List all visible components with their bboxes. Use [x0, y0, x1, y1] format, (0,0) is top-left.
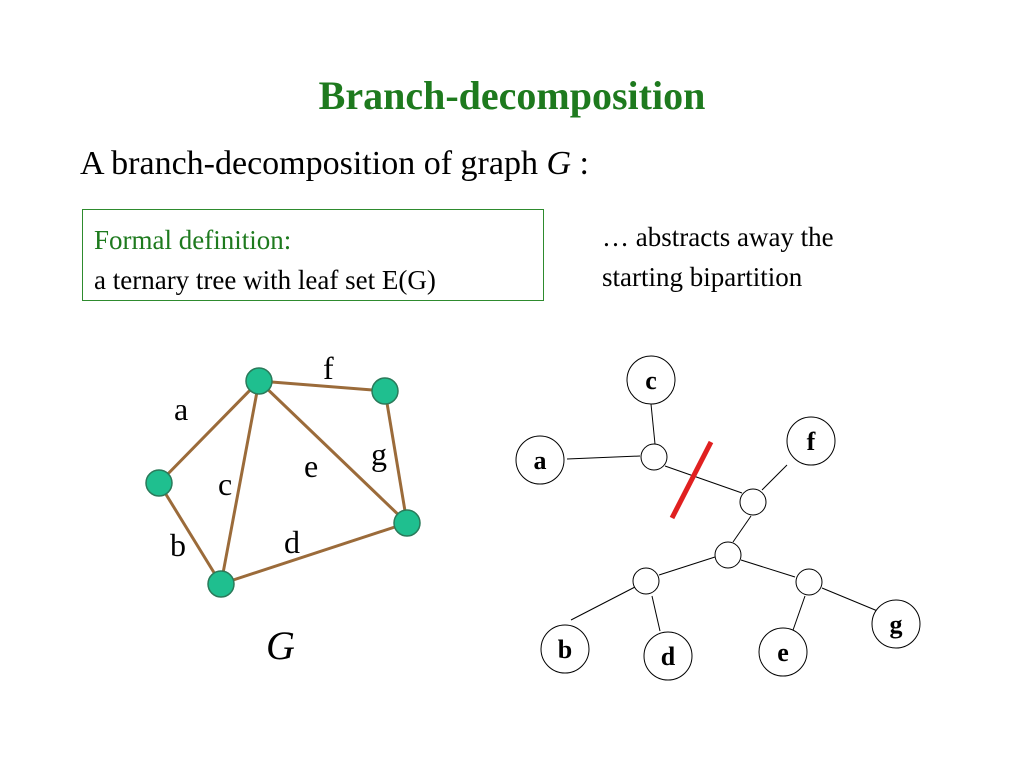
edge-label-a: a	[174, 391, 188, 427]
slide-title: Branch-decomposition	[318, 73, 706, 118]
graph-node	[371, 377, 399, 405]
tree-edge	[570, 586, 636, 621]
note-line-1: … abstracts away the	[602, 222, 834, 252]
tree-leaf-c	[626, 355, 676, 405]
graph-node	[245, 367, 273, 395]
edge-label-e: e	[304, 448, 318, 484]
subtitle-text: A branch-decomposition of graph	[80, 145, 547, 182]
tree-leaf-b	[540, 624, 590, 674]
tree-leaves	[515, 355, 921, 681]
graph-node	[207, 570, 235, 598]
tree-leaf-labels: c a f b d e g	[534, 366, 903, 671]
definition-box: Formal definition: a ternary tree with l…	[82, 209, 544, 301]
tree-edge	[791, 595, 806, 634]
tree-edge	[761, 464, 788, 491]
subtitle-graph-var: G	[546, 145, 571, 182]
graph-edge-g	[383, 390, 409, 524]
tree-edge	[658, 556, 716, 576]
graph-edge-d	[220, 521, 408, 586]
leaf-label-c: c	[645, 366, 657, 395]
edge-label-g: g	[371, 436, 387, 472]
leaf-label-e: e	[777, 638, 789, 667]
subtitle-colon: :	[571, 145, 589, 182]
graph-name-label: G	[266, 623, 295, 668]
slide-subtitle: A branch-decomposition of graph G :	[80, 145, 589, 183]
tree-edge	[732, 515, 752, 543]
tree-edge	[566, 455, 641, 460]
tree-internal-nodes	[632, 443, 823, 596]
tree-leaf-g	[871, 599, 921, 649]
tree-internal-node	[795, 568, 823, 596]
tree-internal-node	[632, 567, 660, 595]
graph-edge-f	[258, 379, 386, 393]
graph-g	[157, 379, 409, 586]
edge-label-f: f	[323, 350, 334, 386]
decomposition-tree	[566, 403, 881, 634]
definition-heading: Formal definition:	[94, 225, 292, 255]
graph-edge-e	[257, 379, 409, 525]
tree-edge	[821, 587, 881, 613]
tree-edge	[650, 403, 656, 445]
side-note: … abstracts away the starting bipartitio…	[602, 217, 834, 297]
graph-edge-labels: f a g e c b d	[170, 350, 387, 563]
tree-leaf-a	[515, 435, 565, 485]
tree-edge	[740, 559, 796, 578]
tree-edge	[664, 465, 743, 494]
graph-edge-b	[157, 482, 223, 585]
definition-body: a ternary tree with leaf set E(G)	[94, 265, 436, 295]
leaf-label-a: a	[534, 446, 547, 475]
tree-edge	[651, 595, 661, 632]
tree-internal-node	[640, 443, 668, 471]
tree-leaf-d	[643, 631, 693, 681]
note-line-2: starting bipartition	[602, 262, 803, 292]
leaf-label-d: d	[661, 642, 676, 671]
tree-internal-node	[739, 488, 767, 516]
tree-leaf-f	[786, 416, 836, 466]
graph-node	[393, 509, 421, 537]
bipartition-cut-line	[669, 440, 714, 520]
edge-label-d: d	[284, 524, 300, 560]
edge-label-b: b	[170, 527, 186, 563]
edge-label-c: c	[218, 466, 232, 502]
tree-leaf-e	[758, 627, 808, 677]
graph-node	[145, 469, 173, 497]
graph-edge-c	[219, 380, 261, 585]
leaf-label-b: b	[558, 635, 572, 664]
tree-internal-node	[714, 541, 742, 569]
graph-edge-a	[157, 379, 261, 485]
graph-nodes	[145, 367, 421, 598]
leaf-label-f: f	[807, 427, 816, 456]
leaf-label-g: g	[890, 610, 903, 639]
